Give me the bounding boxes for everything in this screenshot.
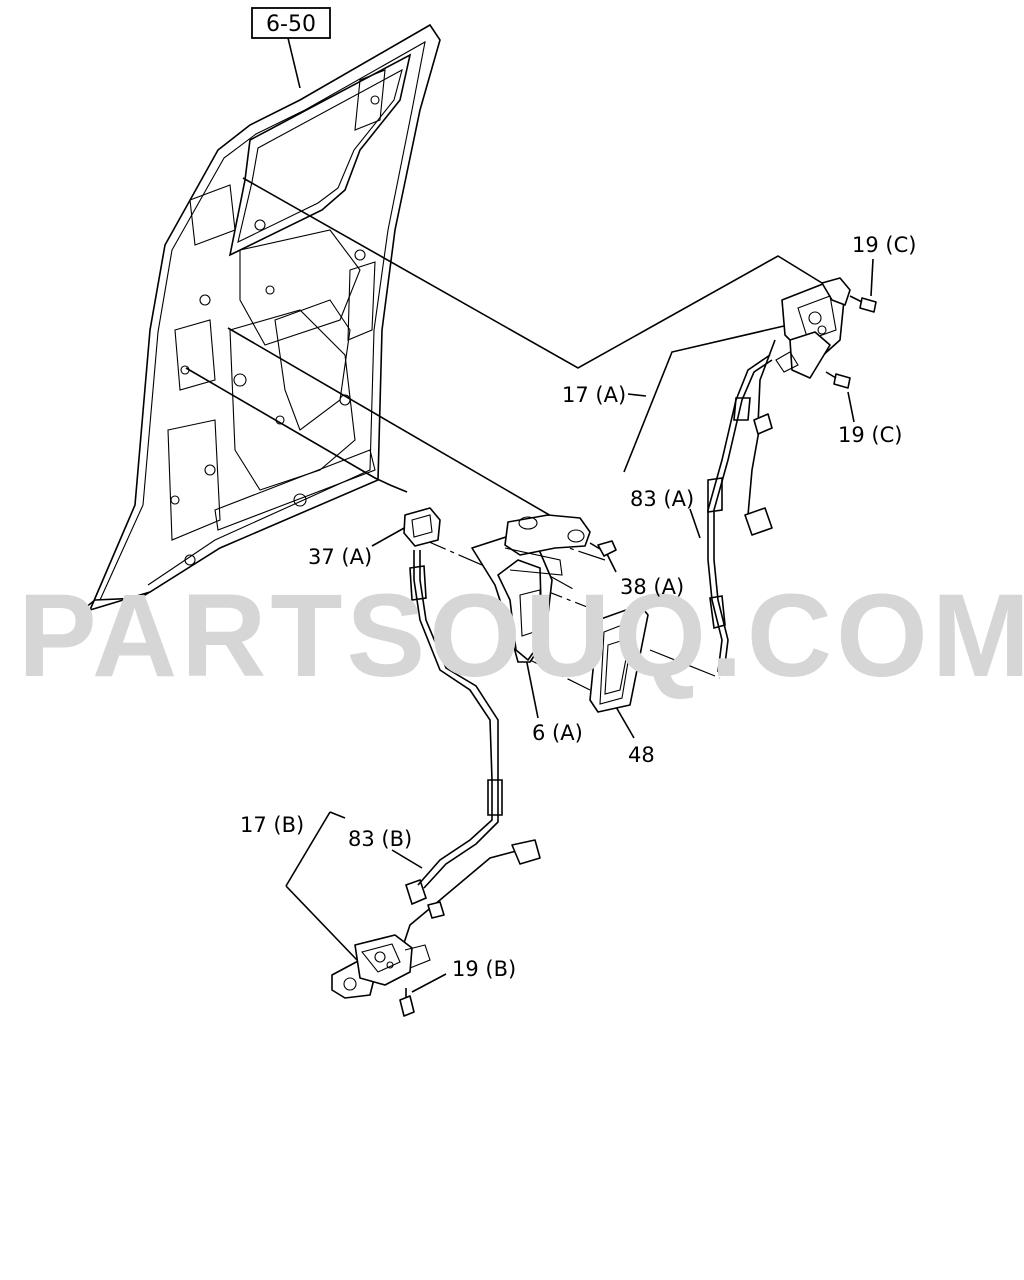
watermark: PARTSOUQ.COM: [18, 570, 1024, 702]
cable-83a: [707, 339, 776, 673]
reference-box[interactable]: 6-50: [251, 7, 331, 39]
door-lock-17a: [775, 277, 851, 379]
reference-box-text: 6-50: [266, 12, 316, 37]
label-37a[interactable]: 37 (A): [308, 545, 372, 569]
label-83b[interactable]: 83 (B): [348, 827, 412, 851]
label-17b[interactable]: 17 (B): [240, 813, 304, 837]
label-19c-top[interactable]: 19 (C): [852, 233, 916, 257]
screw-19c-upper: [849, 295, 877, 313]
screw-38a: [589, 540, 617, 557]
label-48[interactable]: 48: [628, 743, 655, 767]
label-17a[interactable]: 17 (A): [562, 383, 626, 407]
handle-bezel-48: [589, 604, 649, 713]
screw-19b: [399, 988, 415, 1017]
label-83a[interactable]: 83 (A): [630, 487, 694, 511]
clip-37a: [403, 507, 441, 547]
label-38a[interactable]: 38 (A): [620, 575, 684, 599]
inner-handle-6a: [471, 514, 591, 663]
label-6a[interactable]: 6 (A): [532, 721, 583, 745]
label-19b[interactable]: 19 (B): [452, 957, 516, 981]
door-inner-panel: [79, 23, 441, 613]
screw-19c-lower: [825, 371, 851, 389]
door-lock-17b: [331, 934, 431, 999]
label-19c-bottom[interactable]: 19 (C): [838, 423, 902, 447]
cable-83b: [399, 550, 541, 956]
